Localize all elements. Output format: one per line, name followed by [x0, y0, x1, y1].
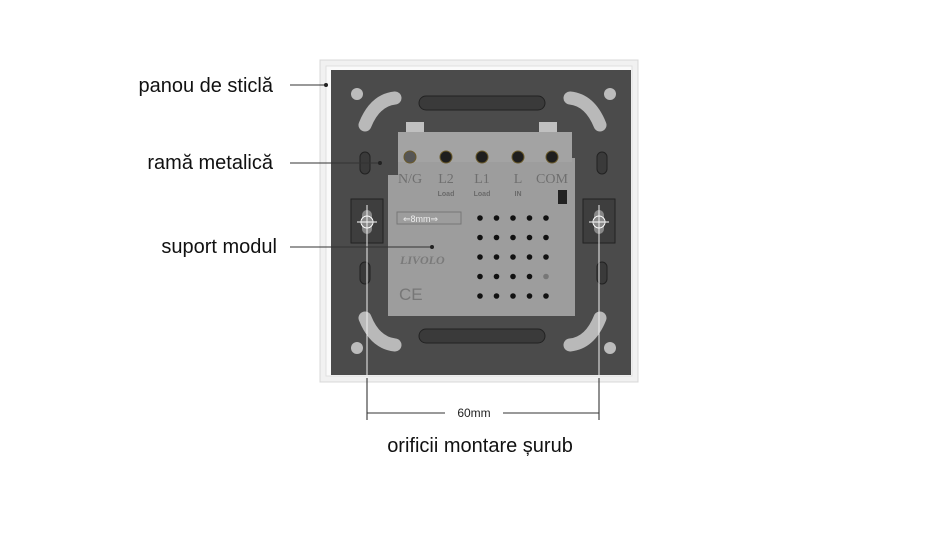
- terminal-com: COM: [536, 150, 568, 187]
- vent-hole: [526, 254, 533, 260]
- vent-hole: [526, 273, 533, 280]
- glass-panel-label: panou de sticlă: [138, 75, 273, 97]
- terminal-label: COM: [536, 172, 568, 187]
- terminal-label: L: [514, 172, 523, 187]
- vent-hole: [526, 215, 533, 221]
- brand-logo: LIVOLO: [399, 253, 445, 267]
- vent-hole: [526, 234, 533, 241]
- vent-hole: [477, 254, 483, 260]
- vent-hole: [543, 215, 549, 221]
- vent-hole: [510, 293, 516, 299]
- vent-hole: [526, 293, 533, 299]
- terminal-sublabel: Load: [474, 191, 491, 198]
- vent-hole: [493, 215, 500, 221]
- terminal-label: N/G: [398, 172, 422, 187]
- module-support-label: suport modul: [161, 236, 277, 258]
- vent-hole: [543, 234, 549, 241]
- vent-hole: [493, 293, 500, 299]
- terminal-label: L1: [474, 172, 490, 187]
- vent-hole: [543, 293, 549, 299]
- metal-frame-label: ramă metalică: [147, 152, 273, 174]
- terminal-l: L IN: [511, 150, 525, 198]
- vent-hole: [510, 273, 516, 280]
- vent-hole: [510, 215, 516, 221]
- ce-mark: CE: [399, 285, 423, 304]
- vent-hole: [477, 293, 483, 299]
- strip-gauge: ⇐8mm⇒: [403, 214, 439, 224]
- vent-hole: [477, 215, 483, 221]
- vent-hole: [510, 234, 516, 241]
- dimension-label: 60mm: [457, 406, 490, 420]
- vent-hole: [493, 273, 500, 280]
- terminal-n-g: N/G: [398, 150, 422, 187]
- vent-holes: [477, 215, 549, 299]
- vent-hole: [510, 254, 516, 260]
- terminal-sublabel: IN: [515, 191, 522, 198]
- terminal-label: L2: [438, 172, 454, 187]
- mount-holes-label: orificii montare șurub: [387, 435, 573, 457]
- vent-hole: [477, 234, 483, 241]
- vent-hole: [493, 234, 500, 241]
- vent-hole: [493, 254, 500, 260]
- vent-hole: [543, 273, 549, 280]
- vent-hole: [543, 254, 549, 260]
- terminal-sublabel: Load: [438, 191, 455, 198]
- vent-hole: [477, 273, 483, 280]
